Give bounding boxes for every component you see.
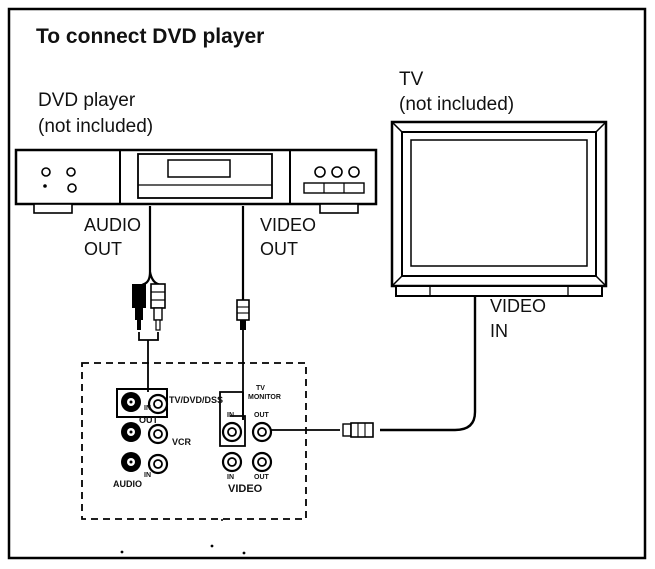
audio-in-label: IN [144,472,151,479]
scan-speck [242,551,246,555]
audio-cable [139,206,161,287]
monitor-out-label: OUT [254,412,269,419]
dvd-player-device [14,148,378,214]
vcr-audio-left-jack [121,422,141,442]
tv-monitor-label: TV [256,385,265,392]
audio-plug-left [132,284,146,330]
audio-plug-bracket [138,332,159,390]
tv-dvd-dss-audio-left-jack [121,392,141,412]
video-out-label-line2: OUT [260,239,298,259]
tv-video-in-label: VIDEO [490,296,547,316]
tv-dvd-dss-audio-right-jack [147,393,169,415]
tv-monitor-out-jack [251,421,273,443]
video-out-label-panel: OUT [254,474,269,481]
video-out-label: VIDEO [260,215,317,235]
vcr-audio-right-jack [147,423,169,445]
page-title: To connect DVD player [36,25,265,48]
panel-out-label: OUT [139,415,158,425]
tv-dvd-dss-label: TV/DVD/DSS [169,395,224,405]
audio-in-left-jack [121,452,141,472]
tv-video-in-label-line2: IN [490,321,508,341]
tv-label: TV [399,69,424,90]
vcr-label: VCR [172,437,192,447]
vcr-video-out-jack [251,451,273,473]
scan-speck [210,544,214,548]
audio-out-label-line2: OUT [84,239,122,259]
vcr-video-in-jack [221,451,243,473]
video-in-label: IN [227,474,234,481]
video-plug [236,299,250,330]
audio-out-label: AUDIO [84,215,142,235]
tv-device [390,120,608,297]
video-label: VIDEO [228,483,263,495]
tv-video-plug [342,422,374,438]
dvd-player-label: DVD player [38,90,136,111]
diagram-frame [7,7,647,560]
tv-dvd-dss-video-in-jack [221,421,243,443]
tv-monitor-label-line2: MONITOR [248,394,281,401]
monitor-in-label: IN [227,412,234,419]
audio-plug-right [150,283,166,331]
scan-speck [120,550,124,554]
audio-label: AUDIO [113,479,142,489]
tv-note: (not included) [399,94,515,115]
scan-speck [221,519,223,521]
dvd-player-note: (not included) [38,116,154,137]
tv-dvd-dss-in-label: IN [144,405,151,412]
rear-panel-outline [81,362,307,520]
audio-in-right-jack [147,453,169,475]
